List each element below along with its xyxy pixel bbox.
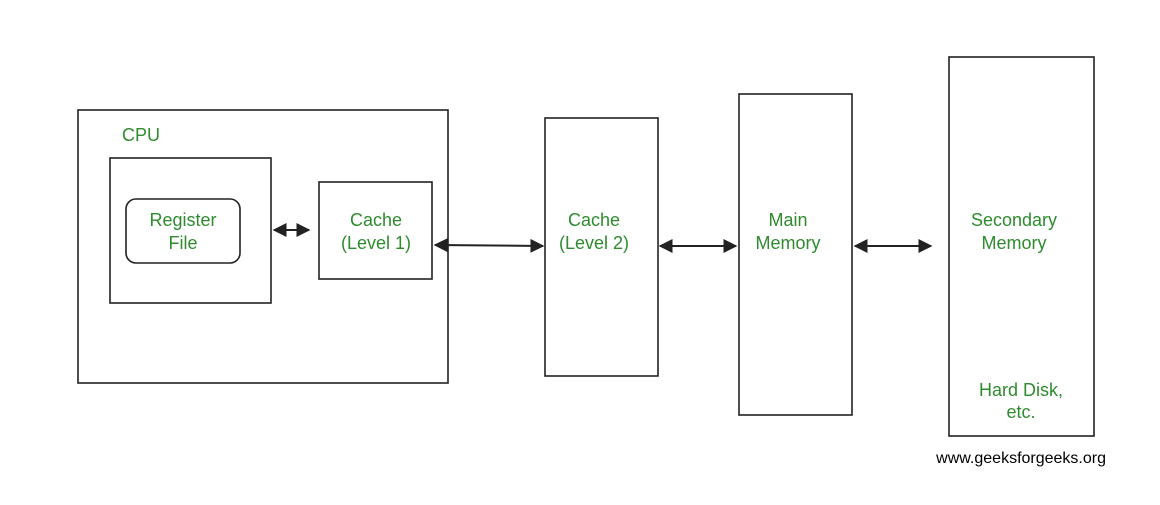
secondary-memory-note-line1: Hard Disk,: [979, 380, 1063, 400]
watermark: www.geeksforgeeks.org: [935, 450, 1106, 467]
register-file-label-line2: File: [168, 233, 197, 253]
cache-l1-box: [318, 181, 433, 280]
register-file-box: [125, 198, 241, 264]
secondary-memory-note-line2: etc.: [1006, 402, 1035, 422]
arrow-l1-to-l2: [433, 238, 545, 253]
main-memory-label-line2: Memory: [755, 233, 820, 253]
secondary-memory-label-line1: Secondary: [971, 210, 1057, 230]
cache-l2-box: [544, 117, 659, 377]
main-memory-box: [738, 93, 853, 416]
cpu-label: CPU: [122, 125, 160, 145]
secondary-memory-box: [948, 56, 1095, 437]
secondary-memory-label-line2: Memory: [981, 233, 1046, 253]
cache-l2-label-line1: Cache: [568, 210, 620, 230]
cache-l2-label-line2: (Level 2): [559, 233, 629, 253]
cache-l1-label-line1: Cache: [350, 210, 402, 230]
register-file-label-line1: Register: [149, 210, 216, 230]
main-memory-label-line1: Main: [768, 210, 807, 230]
cache-l1-label-line2: (Level 1): [341, 233, 411, 253]
